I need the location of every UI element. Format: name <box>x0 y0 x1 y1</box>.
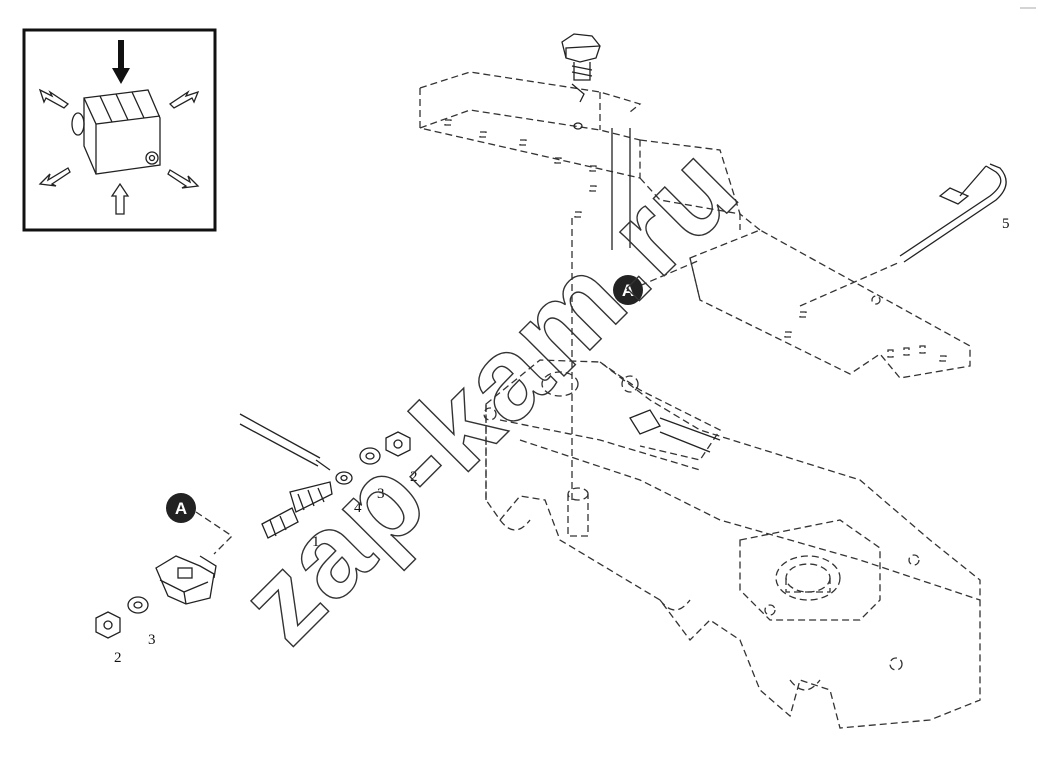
washer-nut-group-right <box>359 431 411 465</box>
part-label-2-right: 2 <box>410 469 418 485</box>
part-label-4: 4 <box>354 500 362 516</box>
arrow-down-icon <box>112 40 130 84</box>
washer-nut-group-left <box>95 596 149 639</box>
part-label-5: 5 <box>1002 216 1010 232</box>
wire-harness <box>239 413 353 539</box>
watermark: zap-kam.ru <box>214 120 763 669</box>
callout-a-left: A <box>166 493 196 523</box>
callout-a-top: A <box>613 259 701 305</box>
ribbon-cable <box>899 163 1007 263</box>
part-label-3-left: 3 <box>148 632 156 648</box>
part-number-labels: 1 4 3 2 5 2 3 <box>114 216 1010 666</box>
watermark-text: zap-kam.ru <box>215 120 763 668</box>
side-plate <box>689 213 971 379</box>
callout-a-top-label: A <box>622 281 634 300</box>
callout-a-left-label: A <box>175 499 187 518</box>
inset-illustration <box>22 28 217 232</box>
valve-cover <box>483 359 981 729</box>
top-bolt <box>561 33 601 130</box>
direction-arrows-icon <box>38 88 200 215</box>
connector-bracket <box>155 511 234 605</box>
part-label-1: 1 <box>312 534 320 550</box>
part-label-2-left: 2 <box>114 650 122 666</box>
part-label-3-right: 3 <box>377 486 385 502</box>
upper-bracket <box>419 71 741 500</box>
